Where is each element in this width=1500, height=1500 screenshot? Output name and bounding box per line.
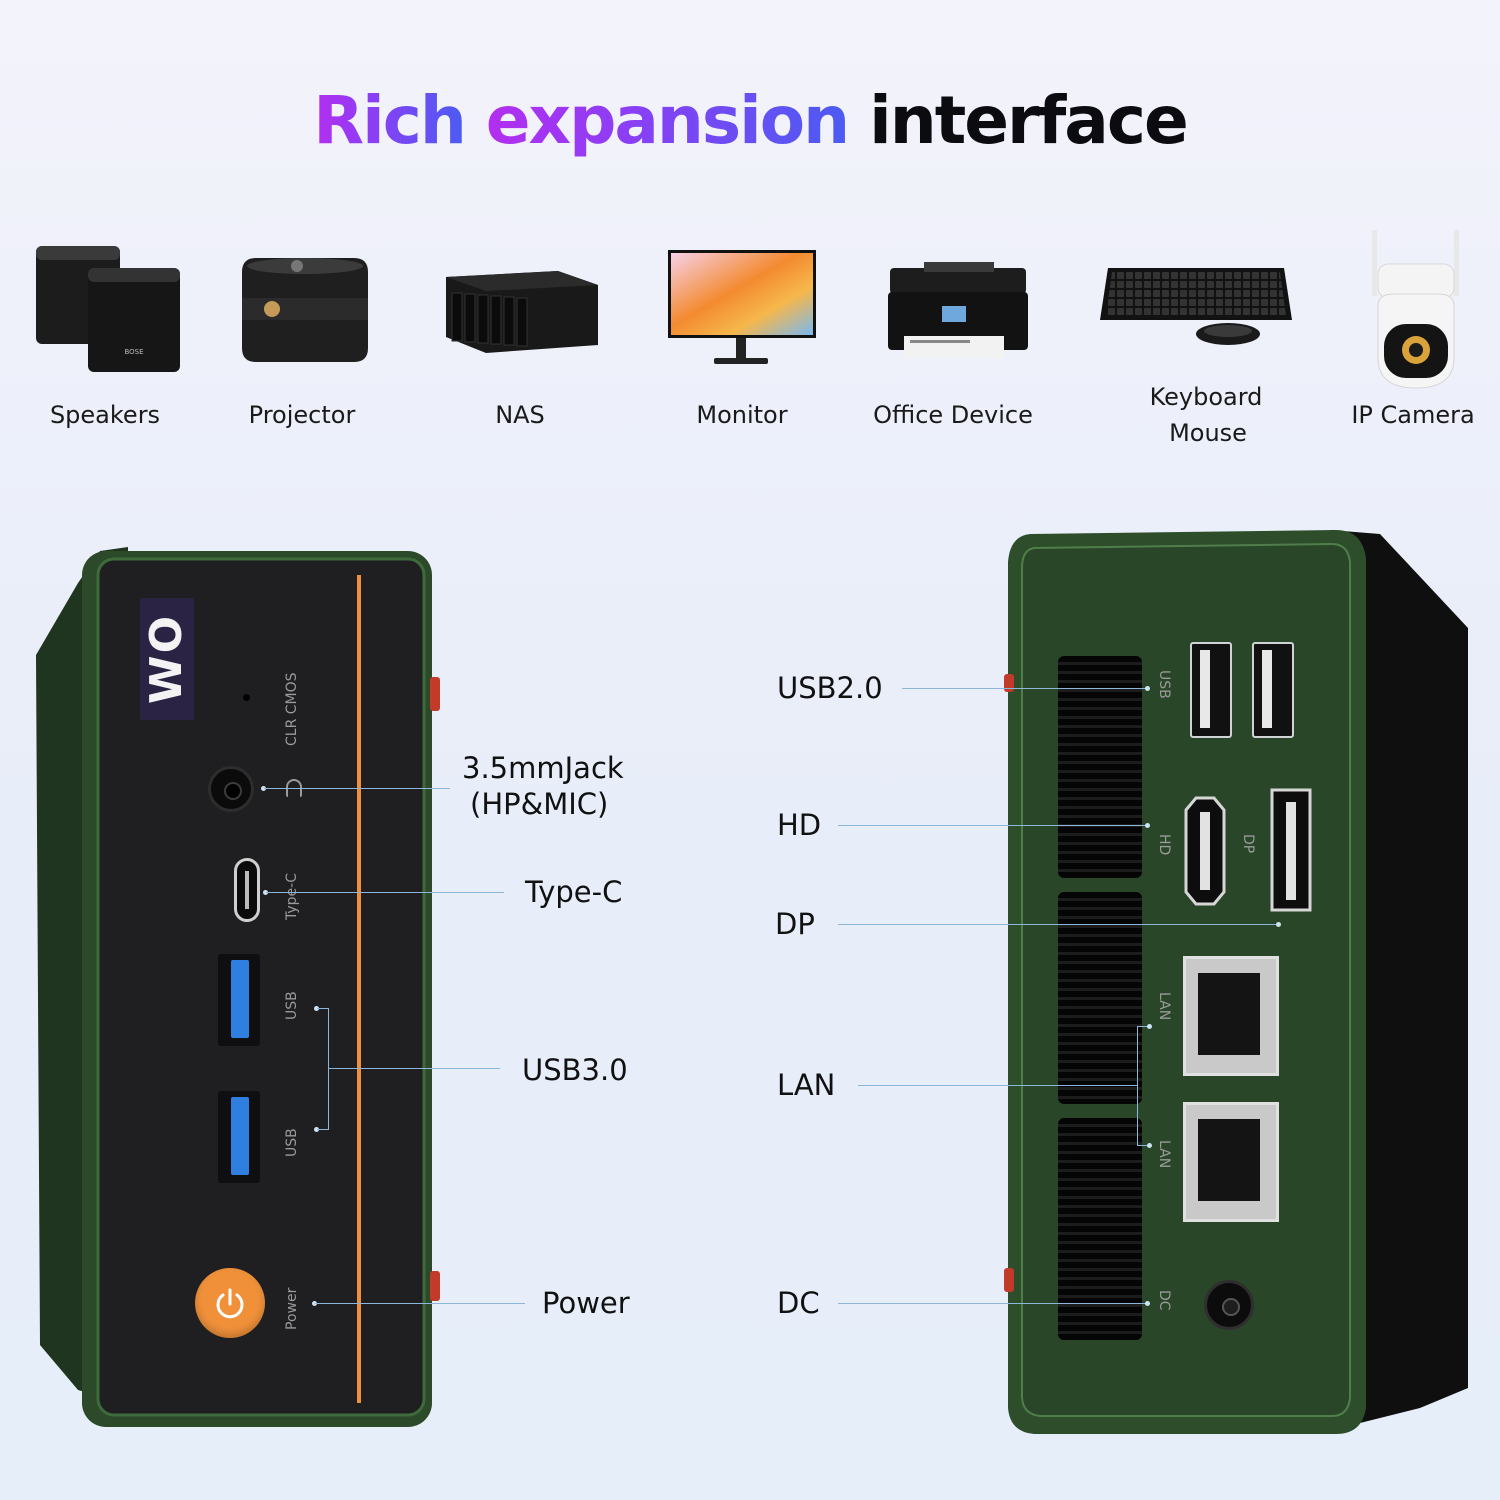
device-label-keyboard: Keyboard: [1149, 383, 1263, 411]
front-chassis: [36, 547, 440, 1427]
page-title: Rich expansion interface: [313, 82, 1188, 159]
power-printed-label: Power: [284, 1287, 300, 1330]
callout-line-dc: [838, 1303, 1146, 1304]
brand-logo: WO: [140, 598, 194, 720]
clr-cmos-label: CLR CMOS: [284, 672, 300, 746]
callout-label-dp: DP: [775, 907, 815, 941]
callout-line-dp: [838, 924, 1278, 925]
callout-label-dc: DC: [777, 1286, 820, 1320]
displayport-port[interactable]: [1268, 788, 1314, 912]
device-label-mouse: Mouse: [1169, 419, 1247, 447]
callout-label-usb3: USB3.0: [522, 1053, 628, 1087]
callout-line-usb2: [902, 688, 1146, 689]
callout-label-power: Power: [542, 1286, 630, 1320]
lan-printed-label-1: LAN: [1156, 992, 1172, 1021]
device-label-speakers: Speakers: [49, 401, 161, 429]
type-c-port[interactable]: [234, 858, 260, 922]
device-label-nas: NAS: [495, 401, 545, 429]
audio-jack-port[interactable]: [208, 766, 254, 812]
lan-port-2[interactable]: [1183, 1102, 1279, 1222]
callout-label-jack-sub: (HP&MIC): [470, 787, 609, 821]
callout-label-hd: HD: [777, 808, 822, 842]
hd-printed-label: HD: [1156, 834, 1172, 856]
monitor-icon: [668, 250, 816, 364]
brand-logo-text: WO: [141, 614, 192, 704]
callout-line-usb3: [328, 1068, 500, 1069]
device-label-projector: Projector: [248, 401, 356, 429]
lan-port-1[interactable]: [1183, 956, 1279, 1076]
ip-camera-icon: [1372, 230, 1459, 389]
callout-dot-power: [312, 1301, 317, 1306]
callout-dot-usb-2: [314, 1127, 319, 1132]
projector-icon: [242, 258, 368, 362]
clr-cmos-button[interactable]: [243, 694, 250, 701]
rear-usb-printed-label: USB: [1156, 670, 1172, 699]
callout-dot-type-c: [263, 890, 268, 895]
dc-power-port[interactable]: [1204, 1280, 1254, 1330]
usb3-port-1[interactable]: [218, 954, 260, 1046]
device-label-office-device: Office Device: [873, 401, 1033, 429]
printer-icon: [888, 262, 1028, 358]
nas-icon: [446, 271, 598, 353]
usb3-port-2[interactable]: [218, 1091, 260, 1183]
power-button[interactable]: [195, 1268, 265, 1338]
callout-label-usb2: USB2.0: [777, 671, 883, 705]
lan-printed-label-2: LAN: [1156, 1140, 1172, 1169]
callout-dot-jack: [261, 786, 266, 791]
svg-text:BOSE: BOSE: [124, 348, 143, 356]
vent-middle: [1058, 892, 1142, 1104]
type-c-printed-label: Type-C: [284, 873, 300, 920]
usb-printed-label-2: USB: [284, 1128, 300, 1157]
usb2-port-2[interactable]: [1252, 642, 1294, 738]
usb2-port-1[interactable]: [1190, 642, 1232, 738]
dc-printed-label: DC: [1156, 1290, 1172, 1311]
device-label-ip-camera: IP Camera: [1351, 401, 1475, 429]
vent-bottom: [1058, 1118, 1142, 1340]
callout-dot-usb-1: [314, 1006, 319, 1011]
callout-line-power: [315, 1303, 525, 1304]
usb-printed-label-1: USB: [284, 991, 300, 1020]
callout-line-lan: [858, 1085, 1138, 1086]
callout-label-lan: LAN: [777, 1068, 836, 1102]
keyboard-mouse-icon: [1100, 268, 1292, 345]
device-label-monitor: Monitor: [696, 401, 788, 429]
hdmi-port[interactable]: [1182, 796, 1228, 906]
power-icon: [216, 1288, 244, 1319]
callout-label-jack: 3.5mmJack: [462, 751, 624, 785]
callout-label-type-c: Type-C: [525, 875, 623, 909]
dp-printed-label: DP: [1240, 834, 1256, 854]
callout-line-hd: [838, 825, 1146, 826]
speakers-icon: BOSE: [36, 246, 180, 372]
vent-top: [1058, 656, 1142, 878]
callout-line-jack: [264, 788, 450, 789]
callout-line-type-c: [266, 892, 504, 893]
